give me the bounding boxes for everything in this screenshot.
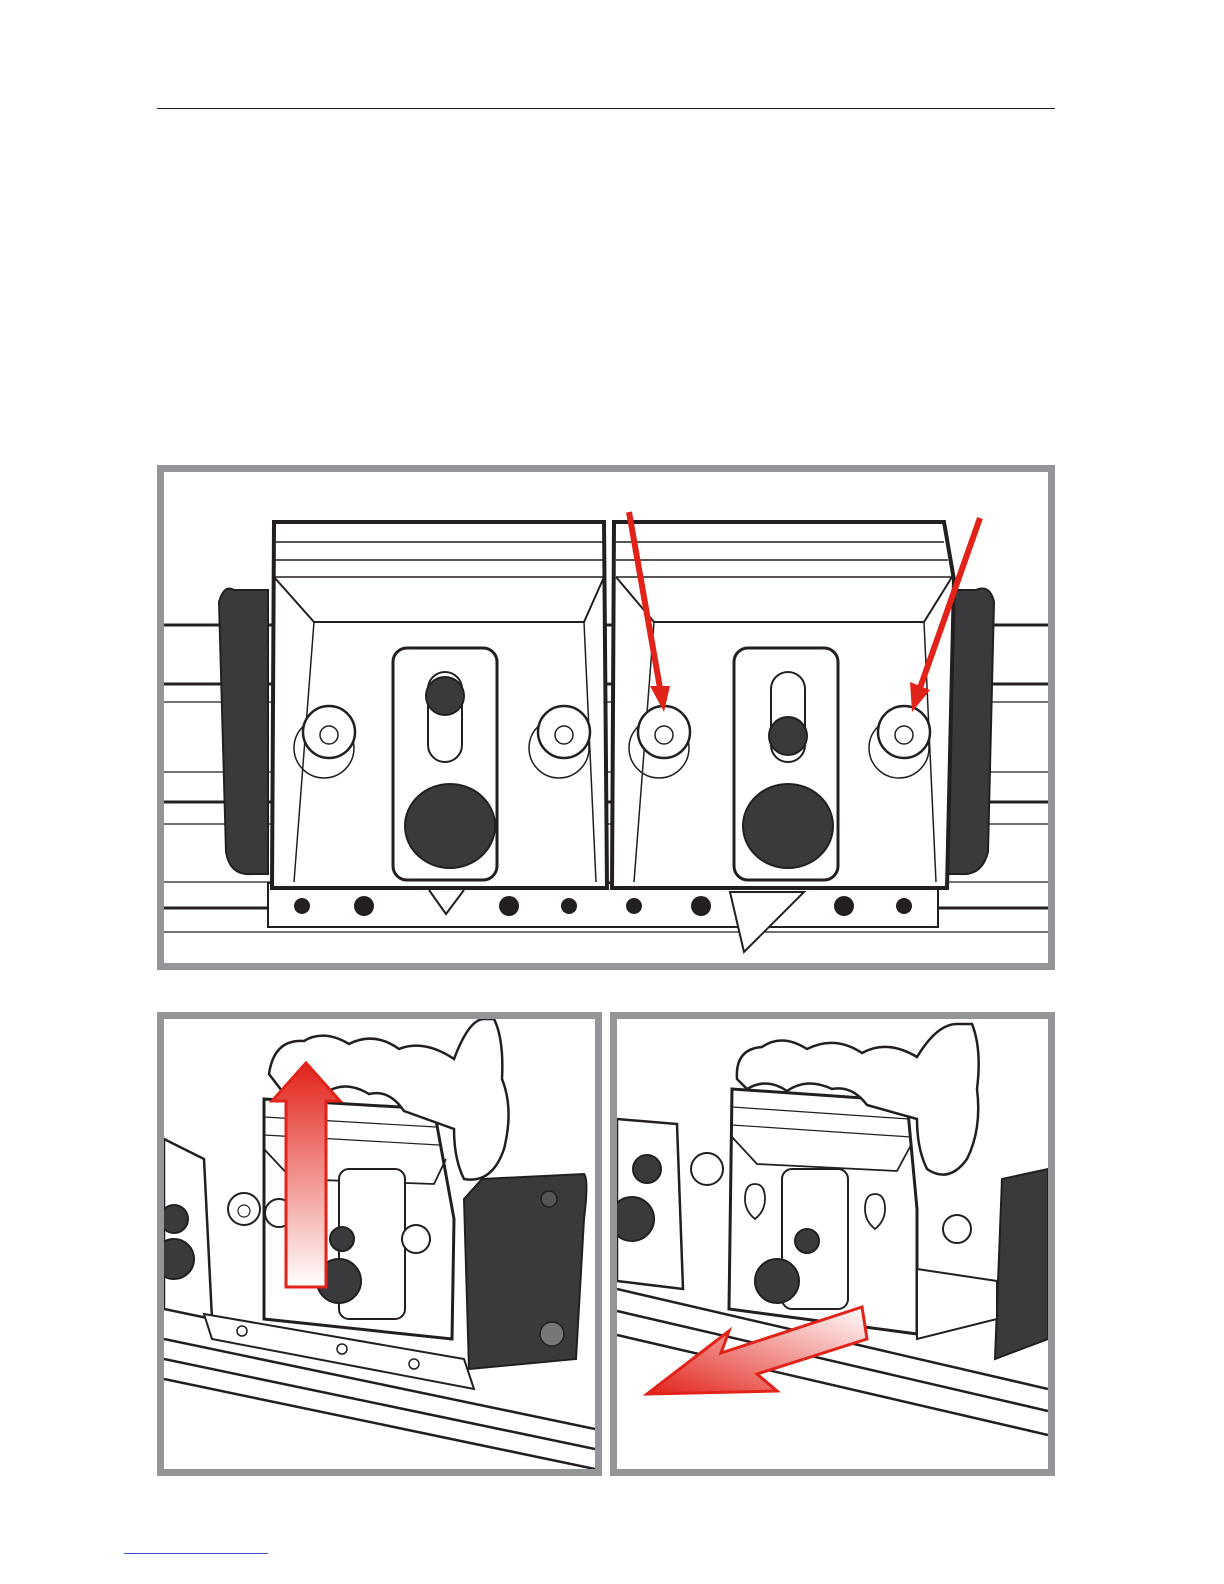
large-knob bbox=[743, 784, 833, 868]
lift-clamp-illustration bbox=[164, 1019, 595, 1469]
left-clamp bbox=[272, 522, 607, 888]
figure-lift-clamp bbox=[157, 1012, 602, 1476]
figure-two-clamps bbox=[157, 465, 1055, 970]
end-cap bbox=[464, 1174, 587, 1369]
slot-knob bbox=[769, 717, 807, 755]
footer-link-underline[interactable] bbox=[124, 1553, 268, 1554]
large-knob bbox=[405, 784, 495, 868]
left-end-cap bbox=[219, 589, 268, 875]
header-rule bbox=[157, 108, 1055, 109]
figure-slide-clamp bbox=[610, 1012, 1055, 1476]
slot-knob bbox=[426, 677, 464, 715]
large-knob bbox=[755, 1259, 799, 1303]
slide-clamp-illustration bbox=[617, 1019, 1048, 1469]
end-cap bbox=[995, 1169, 1048, 1359]
two-clamps-illustration bbox=[164, 472, 1048, 963]
